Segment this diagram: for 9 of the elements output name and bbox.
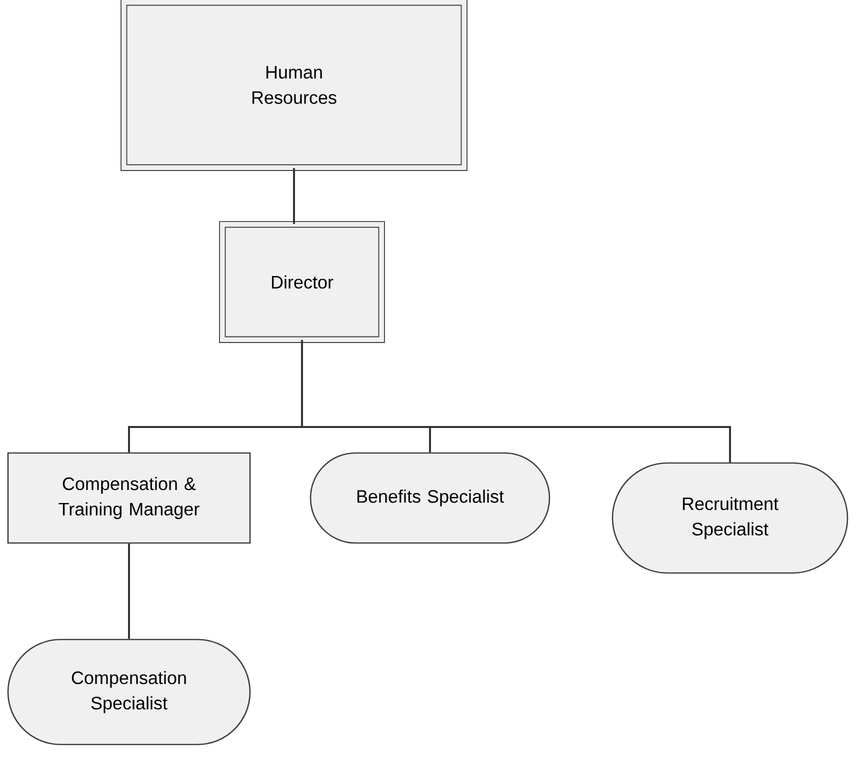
- rounded-box: Compensation Specialist: [7, 638, 251, 746]
- rectangle-box: Compensation & Training Manager: [7, 452, 251, 544]
- double-border-box: Director: [219, 221, 385, 343]
- double-border-box: Human Resources: [120, 0, 468, 171]
- connector-line: [128, 544, 130, 639]
- connector-line: [301, 340, 731, 462]
- connector-line: [293, 168, 295, 224]
- rounded-box: Recruitment Specialist: [612, 462, 848, 574]
- rounded-box: Benefits Specialist: [310, 452, 550, 544]
